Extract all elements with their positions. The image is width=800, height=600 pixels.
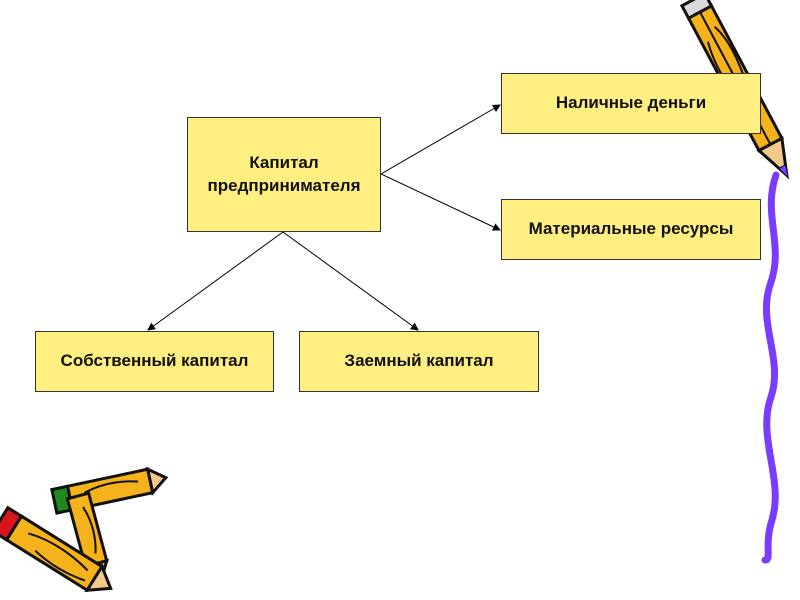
- edge-main-to-material: [381, 174, 500, 230]
- node-loan-capital-label: Заемный капитал: [344, 350, 493, 372]
- node-entrepreneur-capital-label: Капитал предпринимателя: [188, 152, 380, 196]
- node-own-capital: Собственный капитал: [35, 331, 274, 392]
- node-material-resources: Материальные ресурсы: [501, 199, 761, 260]
- node-cash: Наличные деньги: [501, 73, 761, 134]
- edge-main-to-loan: [283, 232, 418, 330]
- node-cash-label: Наличные деньги: [556, 92, 706, 114]
- node-entrepreneur-capital: Капитал предпринимателя: [187, 117, 381, 232]
- edge-main-to-own: [148, 232, 283, 330]
- node-own-capital-label: Собственный капитал: [61, 350, 249, 372]
- node-material-resources-label: Материальные ресурсы: [529, 218, 734, 240]
- node-loan-capital: Заемный капитал: [299, 331, 539, 392]
- edge-main-to-cash: [381, 105, 500, 174]
